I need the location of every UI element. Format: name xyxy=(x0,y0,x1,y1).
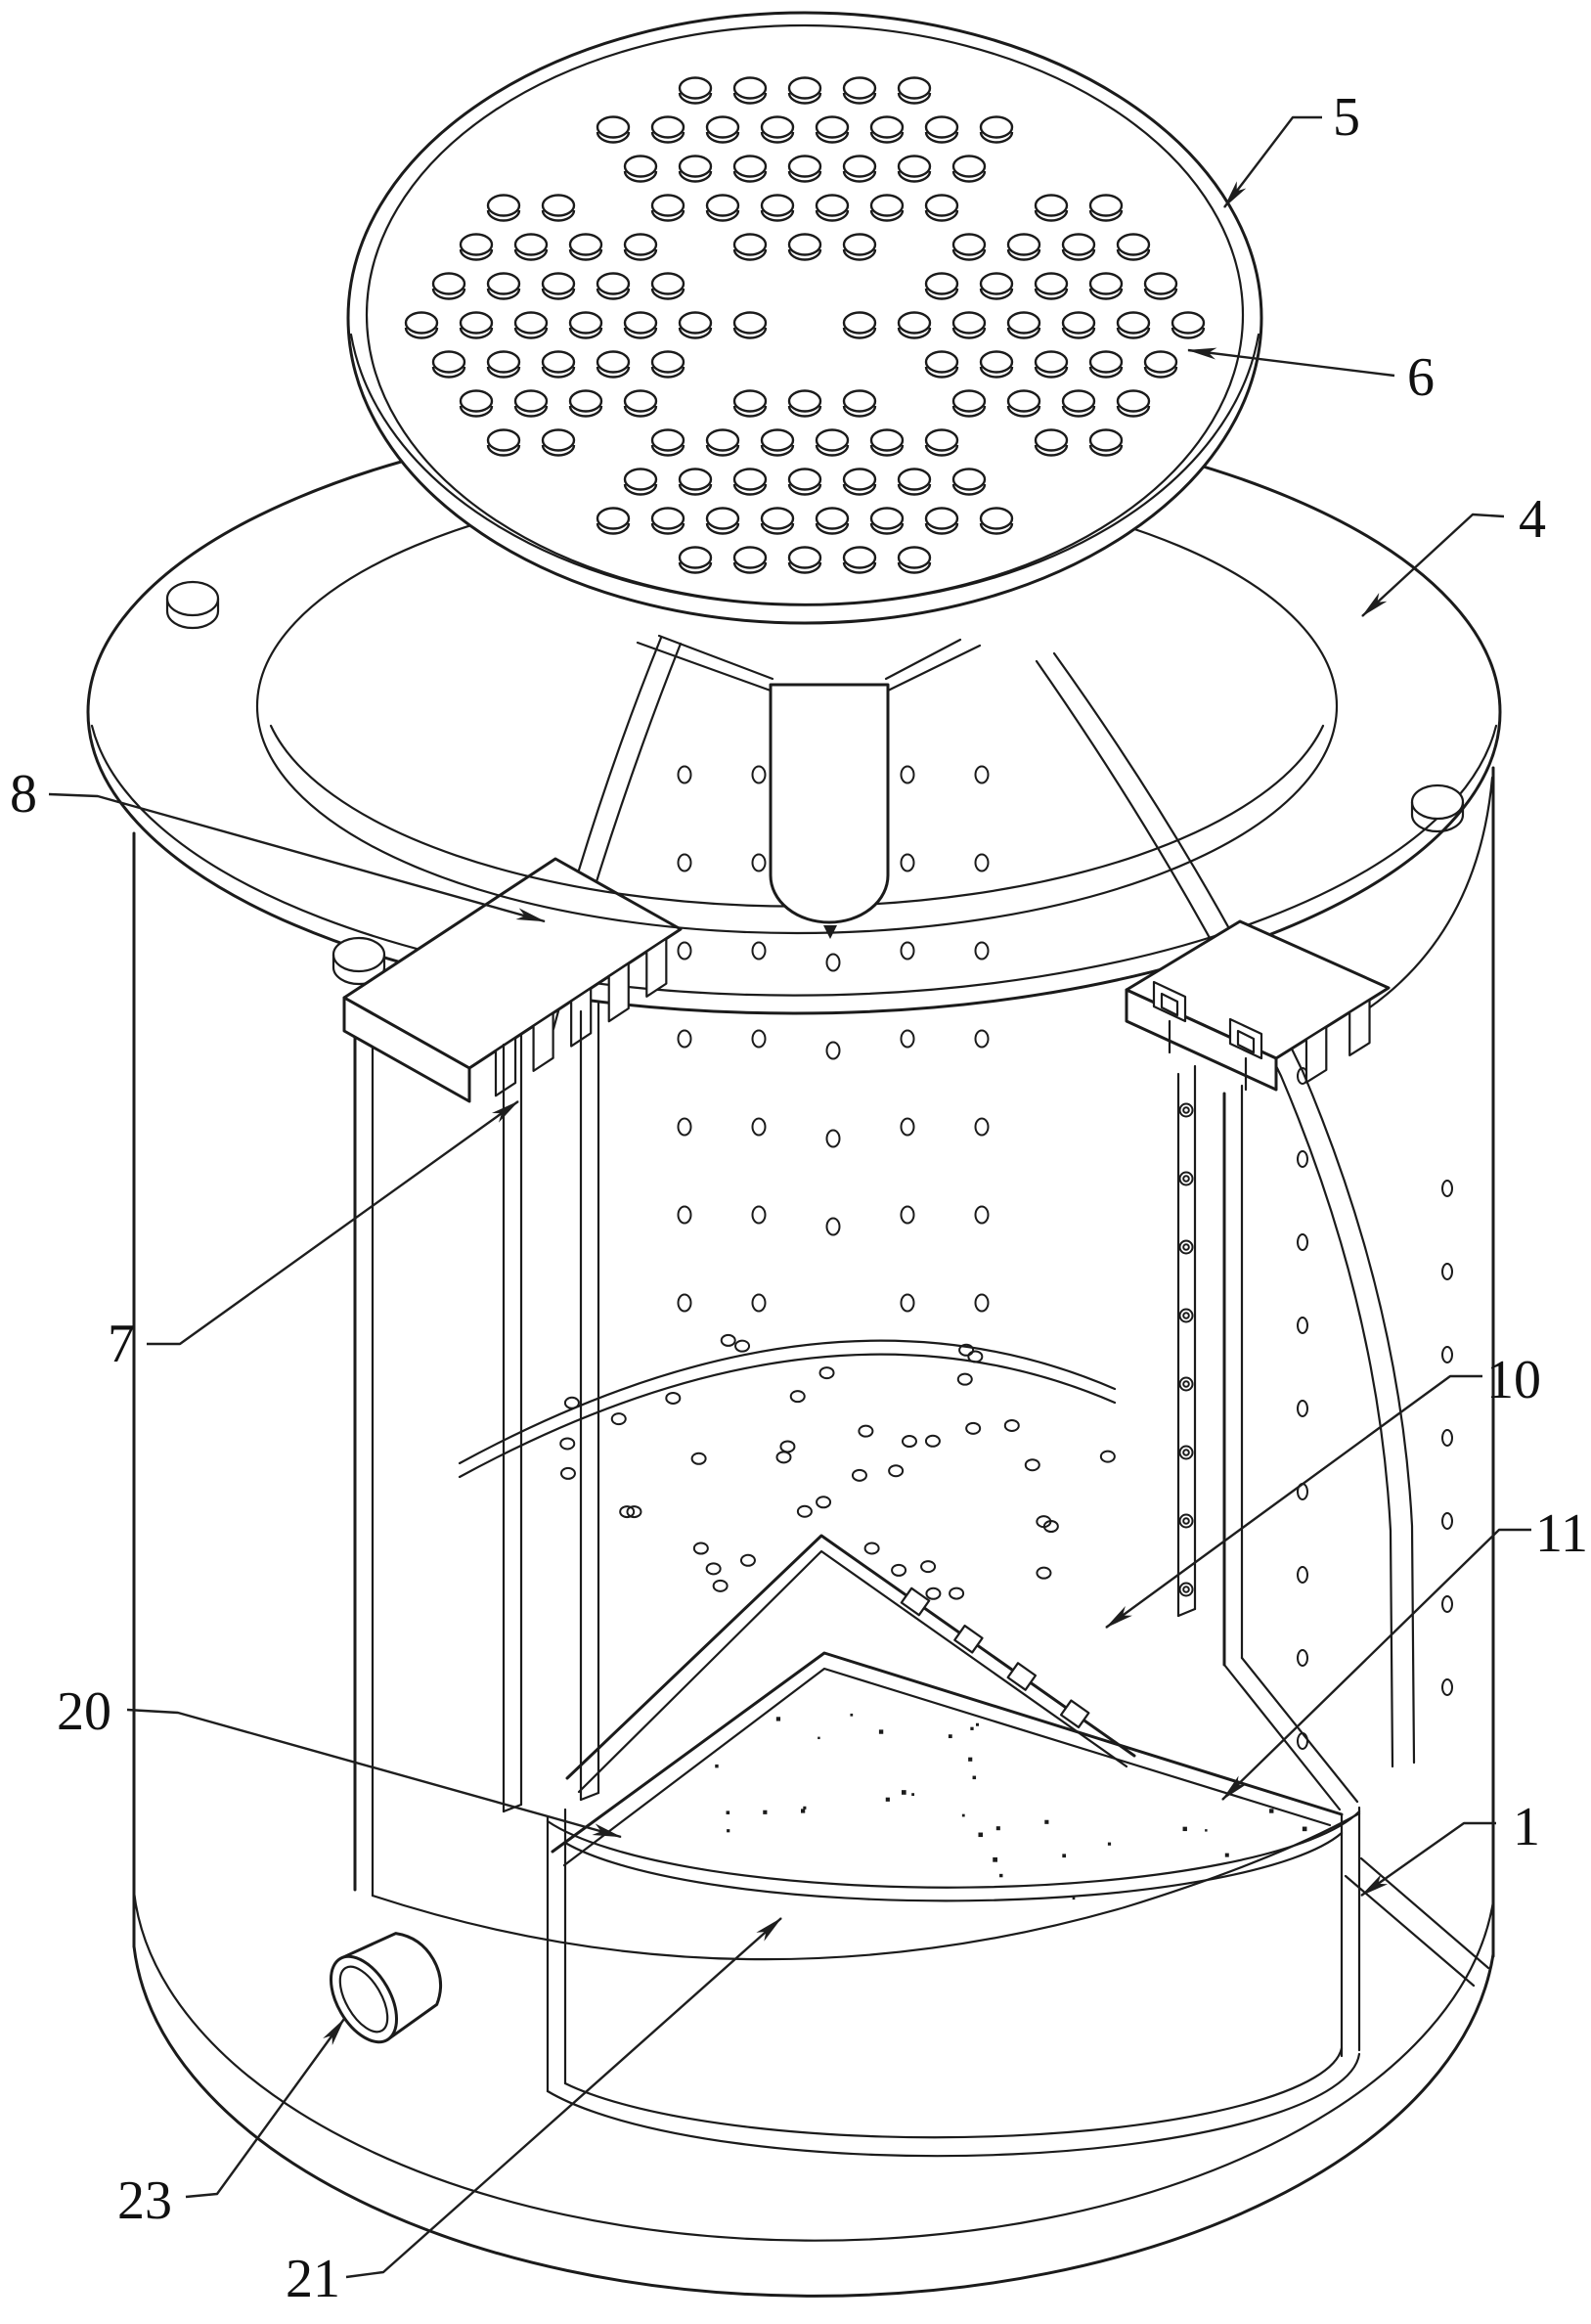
flange-ring xyxy=(86,409,1502,1015)
ref-label-4: 4 xyxy=(1361,489,1546,617)
ref-number: 10 xyxy=(1486,1350,1541,1410)
leader-line xyxy=(1361,513,1505,617)
inner-basket-wall xyxy=(353,1033,1361,1961)
ref-label-10: 10 xyxy=(1105,1350,1541,1629)
outer-cylinder xyxy=(132,766,1495,2298)
leader-line xyxy=(1360,1821,1496,1897)
leader-line xyxy=(185,2018,345,2199)
leader-line xyxy=(147,1100,519,1346)
ref-number: 1 xyxy=(1513,1797,1540,1857)
ref-number: 20 xyxy=(57,1681,111,1742)
basket-skirt xyxy=(546,1806,1490,2158)
ref-label-23: 23 xyxy=(117,2018,345,2231)
reference-labels: 5 6 4 8 7 10 11 20 1 23 21 xyxy=(10,87,1588,2309)
ref-label-1: 1 xyxy=(1360,1797,1540,1897)
ref-label-8: 8 xyxy=(10,764,546,923)
outlet-pipe xyxy=(329,1932,443,2044)
flange-bolt xyxy=(331,936,386,986)
leader-line xyxy=(1223,115,1322,208)
right-clamp-plate-edge xyxy=(1125,988,1278,1092)
left-clamp-plate-edge xyxy=(342,996,471,1103)
right-clamp-assembly xyxy=(1125,919,1391,1618)
leader-line xyxy=(345,1917,782,2279)
left-comb-teeth xyxy=(494,937,668,1097)
drip-tip xyxy=(823,925,837,939)
top-perforated-disc xyxy=(346,11,1263,625)
feed-tube-assembly xyxy=(636,634,982,939)
leader-line xyxy=(1187,347,1395,378)
ref-label-5: 5 xyxy=(1223,87,1360,208)
left-clamp-assembly xyxy=(342,857,683,1813)
ref-number: 7 xyxy=(108,1314,135,1374)
leader-line xyxy=(48,792,546,923)
ref-label-21: 21 xyxy=(286,1917,782,2309)
clip-bracket-slot xyxy=(1236,1029,1256,1054)
ref-number: 5 xyxy=(1333,87,1360,148)
right-comb-teeth xyxy=(1304,999,1371,1084)
upper-perforated-floor xyxy=(458,1333,1117,1600)
upper-cone-plate xyxy=(565,1534,1136,1794)
ref-number: 21 xyxy=(286,2249,340,2309)
ref-label-11: 11 xyxy=(1221,1503,1588,1801)
ref-label-6: 6 xyxy=(1187,347,1435,408)
cone-clip-tabs xyxy=(900,1587,1090,1729)
ref-label-20: 20 xyxy=(57,1681,622,1839)
leader-line xyxy=(1221,1528,1531,1801)
inner-dome-shell xyxy=(534,636,1453,1768)
ref-number: 6 xyxy=(1407,347,1435,408)
floor-perforations xyxy=(559,1333,1116,1600)
rivet-column xyxy=(1178,1102,1194,1597)
dome-perforations xyxy=(677,765,1453,1750)
clip-bracket-slot xyxy=(1160,992,1179,1017)
ref-number: 23 xyxy=(117,2170,172,2231)
leader-line xyxy=(1105,1374,1482,1629)
flange-bolt xyxy=(1410,783,1465,833)
disc-thickness-lip xyxy=(349,333,1260,606)
feed-tube xyxy=(769,683,890,924)
ref-number: 4 xyxy=(1519,489,1546,550)
bottom-perforated-plate xyxy=(715,1713,1307,1900)
disc-perforations xyxy=(404,76,1206,574)
ref-number: 11 xyxy=(1535,1503,1588,1564)
ref-number: 8 xyxy=(10,764,37,825)
inner-vessel-cutaway xyxy=(353,636,1490,2158)
leader-line xyxy=(126,1708,622,1839)
ref-label-7: 7 xyxy=(108,1100,519,1374)
flange-bolt xyxy=(165,580,220,630)
lower-cone-plate xyxy=(551,1651,1344,1867)
